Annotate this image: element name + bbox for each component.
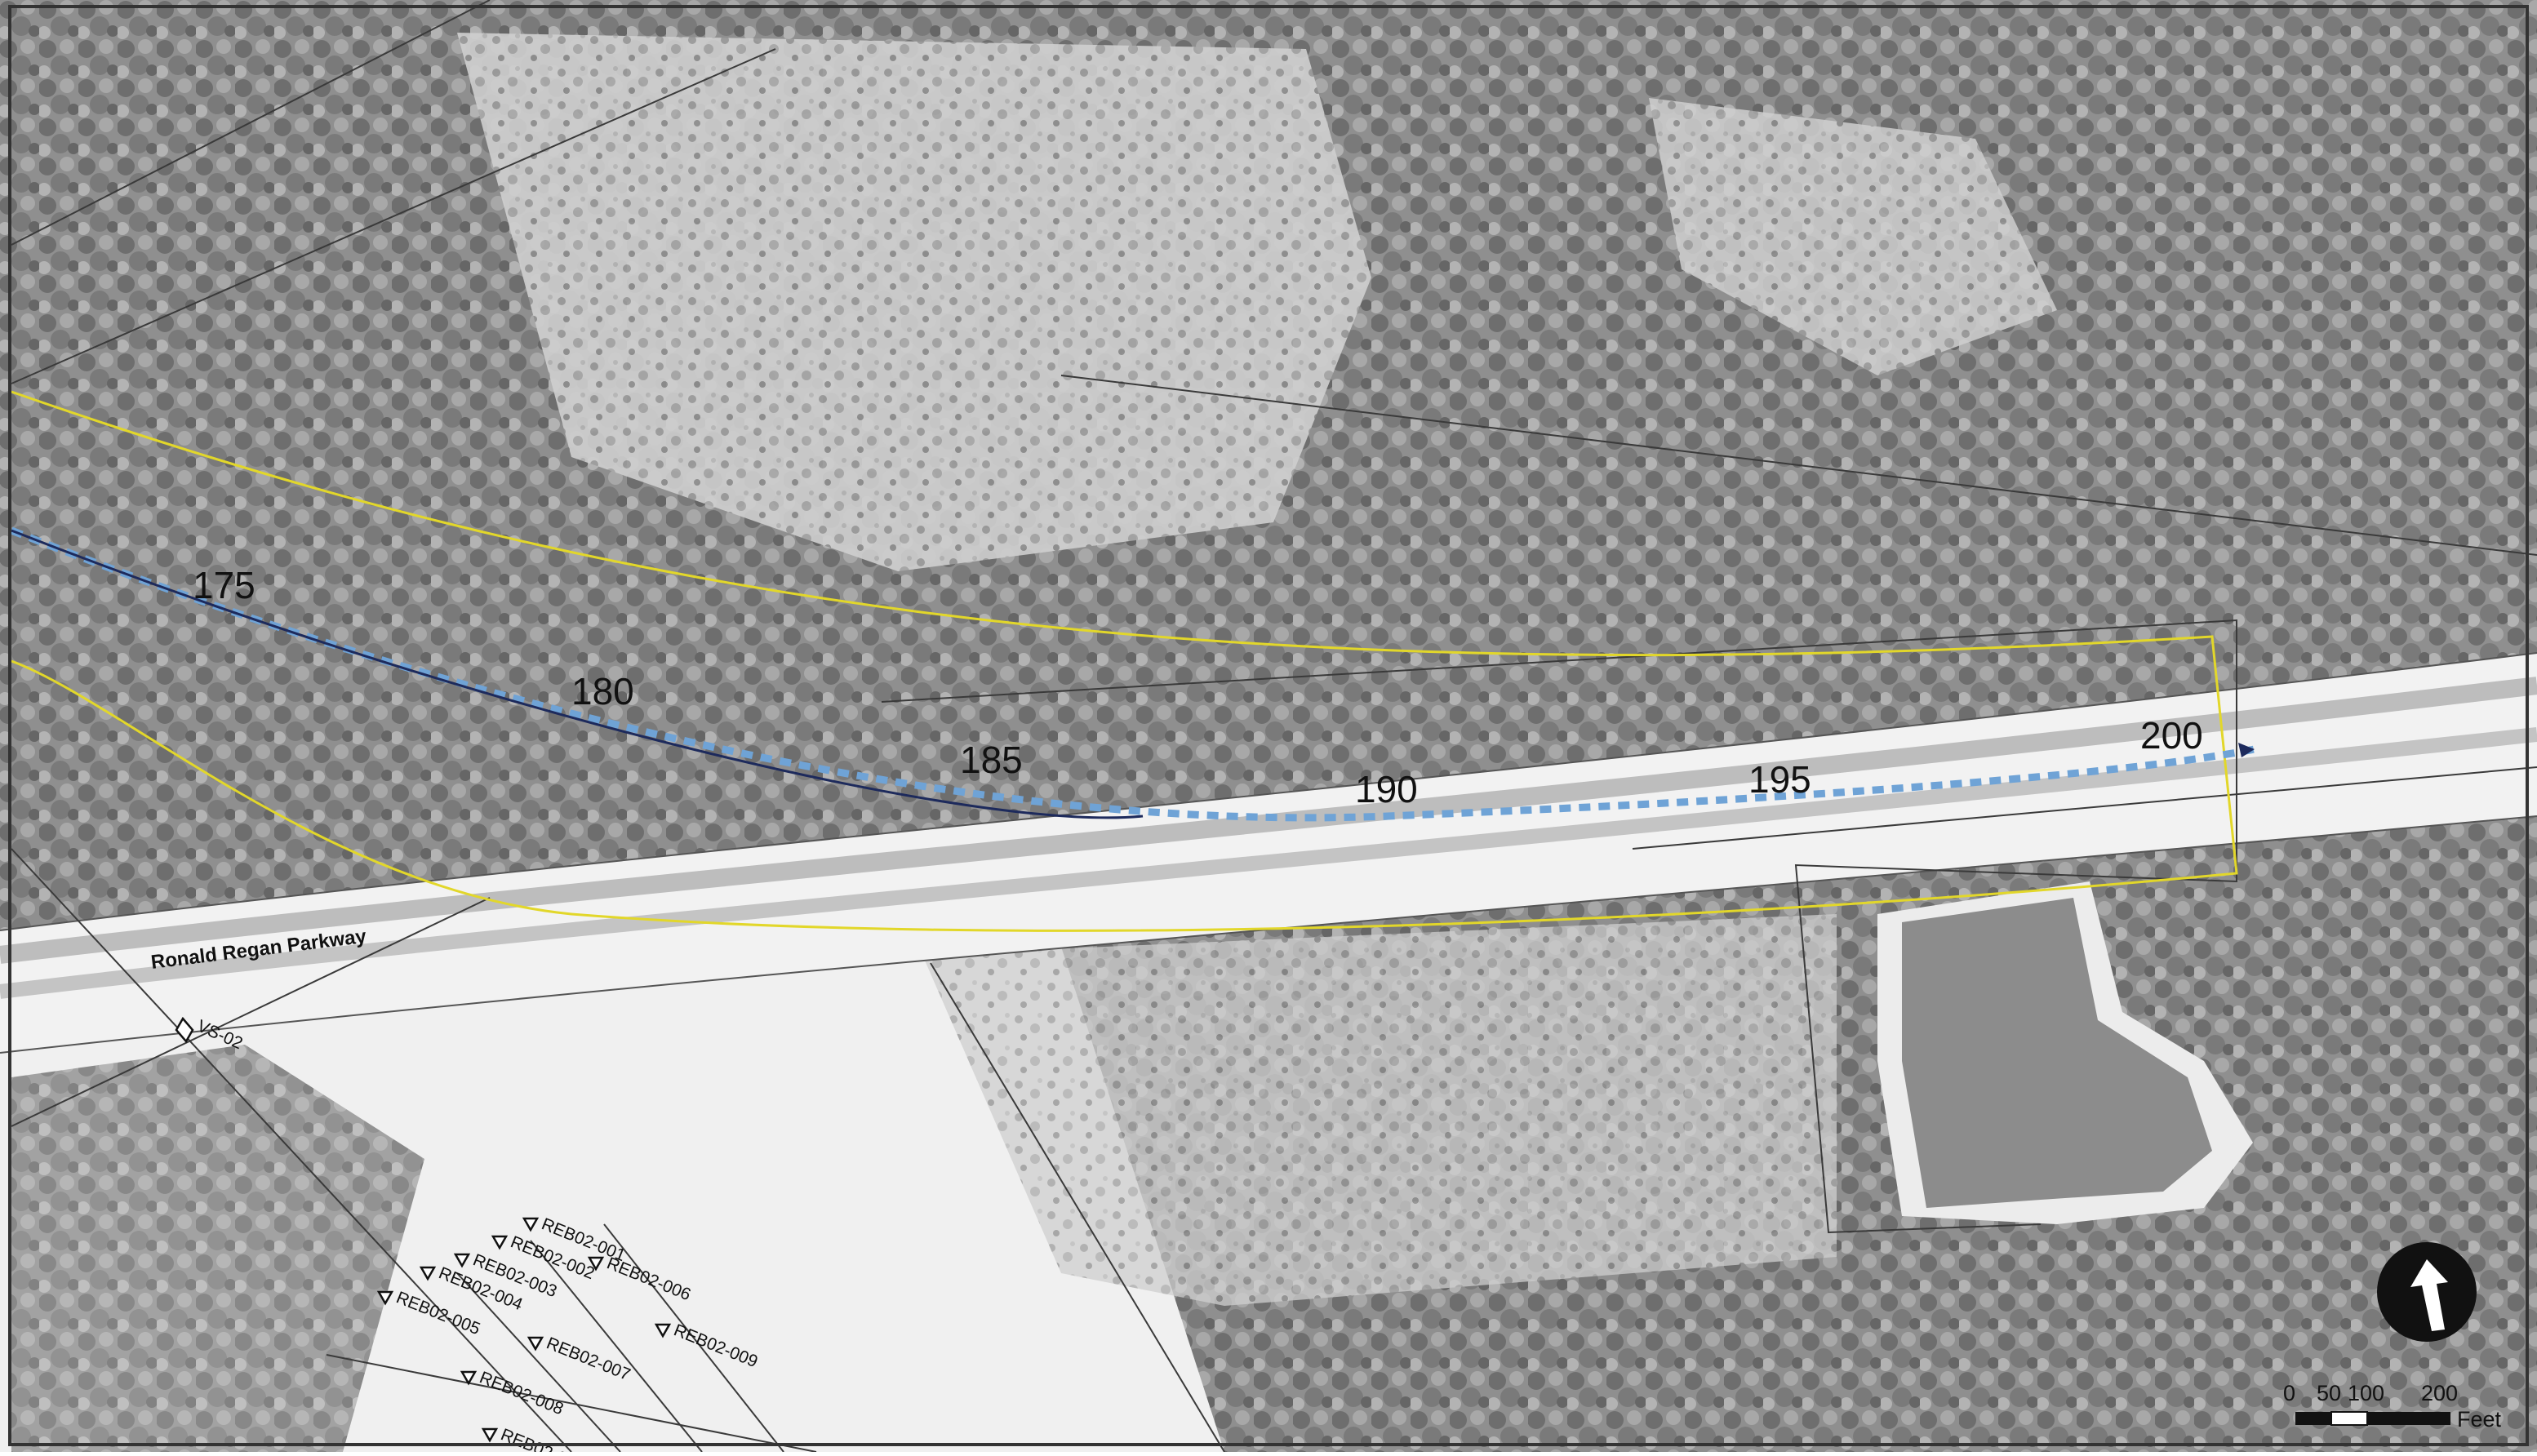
receptor-triangle-icon xyxy=(481,1427,499,1443)
station-label: 180 xyxy=(571,670,634,712)
alignment-arrow-icon xyxy=(2238,743,2255,757)
scale-unit-label: Feet xyxy=(2457,1407,2502,1432)
receptor-triangle-icon xyxy=(527,1336,544,1352)
vibration-site-icon xyxy=(175,1016,194,1044)
north-arrow-icon xyxy=(2377,1242,2477,1342)
station-label: 195 xyxy=(1748,758,1811,801)
scale-bar: 0 50 100 200 Feet xyxy=(2283,1381,2502,1432)
scale-tick-label: 0 xyxy=(2283,1381,2295,1405)
receptor-triangle-icon xyxy=(376,1290,394,1306)
station-label: 175 xyxy=(193,564,255,606)
alignment-existing xyxy=(11,529,1144,819)
scale-tick-label: 100 xyxy=(2348,1381,2384,1405)
receptor-triangle-icon xyxy=(453,1253,471,1268)
receptor-triangle-icon xyxy=(491,1235,509,1250)
receptor-triangle-icon xyxy=(460,1370,478,1386)
parcel-lines xyxy=(11,0,2537,1453)
station-label: 200 xyxy=(2140,714,2203,757)
receptor-triangle-icon xyxy=(419,1266,437,1281)
receptor-triangle-icon xyxy=(522,1217,540,1232)
alignment-layer xyxy=(10,526,2255,822)
stormwater-pond xyxy=(1877,881,2253,1224)
receptor-triangle-icon xyxy=(587,1256,605,1272)
scale-tick-label: 200 xyxy=(2421,1381,2458,1405)
alignment-centerline xyxy=(10,526,2255,822)
station-label: 190 xyxy=(1355,768,1418,810)
receptor-triangle-icon xyxy=(654,1323,672,1338)
map-border xyxy=(8,5,2529,1446)
road-corridor xyxy=(0,652,2537,1054)
station-label: 185 xyxy=(960,739,1023,781)
station-labels: 175 180 185 190 195 200 xyxy=(193,564,2203,810)
scale-tick-label: 50 xyxy=(2317,1381,2341,1405)
study-area-boundary xyxy=(11,390,2238,932)
